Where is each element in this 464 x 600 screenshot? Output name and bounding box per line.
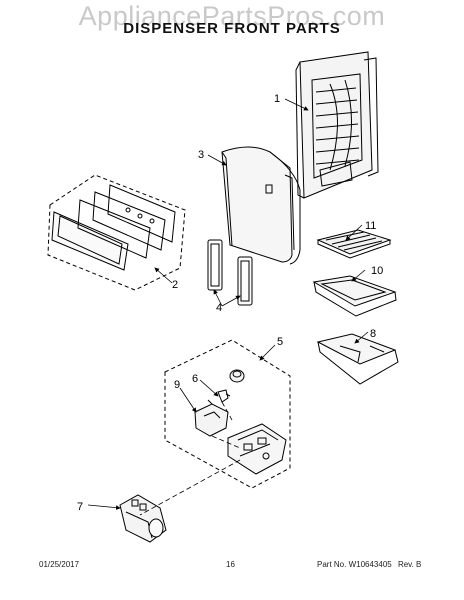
callout-4: 4: [216, 302, 222, 314]
footer-part-info: Part No. W10643405 Rev. B: [317, 560, 425, 569]
callout-8: 8: [370, 328, 376, 340]
part-11-grille: [316, 229, 392, 259]
watermark: AppliancePartsPros.com: [78, 1, 386, 31]
part-7-lower-assembly: [119, 494, 167, 543]
part-3-housing-panel: [221, 146, 301, 265]
callout-3: 3: [198, 149, 204, 161]
callout-7: 7: [77, 501, 83, 513]
part-8-tray-base: [316, 333, 399, 385]
callout-arrows: [87, 98, 369, 511]
part-5-module-box: [164, 339, 291, 489]
module-knob: [229, 369, 245, 383]
part-1-dispenser-housing: [295, 51, 379, 199]
footer-page-number: 16: [226, 560, 235, 569]
module-board: [227, 423, 287, 475]
callout-6: 6: [192, 373, 198, 385]
footer-date: 01/25/2017: [39, 560, 80, 569]
callout-2: 2: [172, 279, 178, 291]
callout-1: 1: [274, 93, 280, 105]
part-4-pads: [207, 239, 253, 306]
footer-revision: Rev. B: [397, 560, 422, 569]
part-2-control-panel: [47, 174, 186, 291]
assembly-lines: [139, 401, 241, 516]
part-6-clip: [217, 389, 231, 403]
callout-9: 9: [174, 379, 180, 391]
part-9-actuator: [194, 399, 229, 437]
callout-10: 10: [371, 265, 383, 277]
callout-5: 5: [277, 336, 283, 348]
callout-11: 11: [365, 220, 376, 232]
callout-labels: 1 2 3 4 5 6 7 8 9 10 11: [77, 93, 383, 513]
part-10-drip-tray: [312, 275, 397, 317]
footer-part-number: Part No. W10643405: [317, 560, 392, 569]
page-title: DISPENSER FRONT PARTS: [123, 20, 341, 37]
